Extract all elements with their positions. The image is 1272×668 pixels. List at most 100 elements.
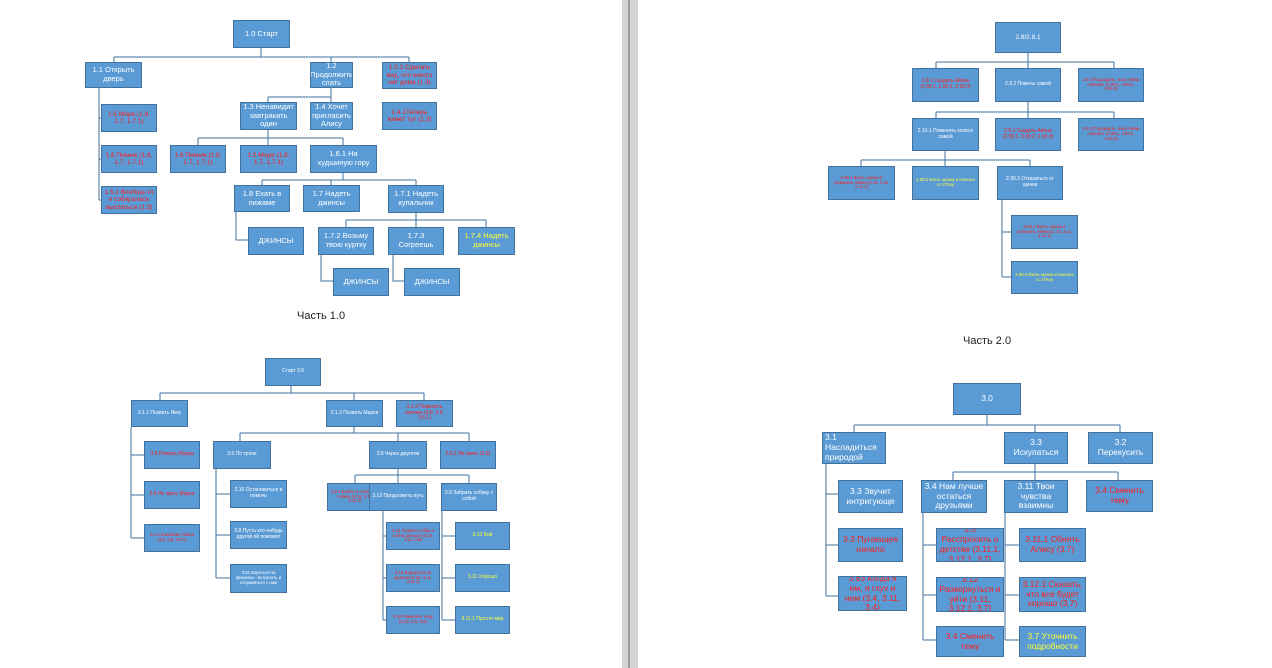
node-3-5b[interactable]: 3.5 По тропе xyxy=(213,441,271,469)
page-right: 2.8/2.8.1 2.9.1 Скадать Айяна (2.99.1, 2… xyxy=(638,0,1272,668)
node-3-3-intriguing[interactable]: 3.3 Звучит интригующе xyxy=(838,480,903,513)
node-label: 3.4 Сменить тему xyxy=(945,630,995,651)
node-2-8[interactable]: 2.8/2.8.1 xyxy=(995,22,1061,53)
node-1-6-a[interactable]: 1.6 Пикник (1.8, 1.7, 1.7.1) xyxy=(101,145,157,173)
node-3-1-1[interactable]: 3.1.1 Позвать Якку xyxy=(131,400,188,427)
node-3-8[interactable]: 3.8 Пусть кто-нибудь другой ей поможет xyxy=(230,521,287,549)
node-label: ДЖИНСЫ xyxy=(414,276,450,286)
node-2-9-3-b[interactable]: 2.9.3 Подождать, пока Айякк поможет (2.9… xyxy=(1078,118,1144,151)
node-label: 1.2 Продолжить спать xyxy=(310,62,353,88)
node-1-5-b[interactable]: 1.5 Море (1.8, 1.7, 1.7.1) xyxy=(240,145,297,173)
node-1-7-1[interactable]: 1.7.1 Надеть купальник xyxy=(388,185,444,213)
node-1-4[interactable]: 1.4 Хочет пригласить Алису xyxy=(310,102,353,130)
node-1-7-2[interactable]: 1.7.2 Возьму твою куртку xyxy=(318,227,374,255)
node-2-10-1[interactable]: 2.10.1 Поменять колесо самой xyxy=(912,118,979,151)
node-label: 3.14 Позвать собак и пойти дальше (3.10,… xyxy=(392,527,434,543)
node-label: 1.7.3 Согреешь xyxy=(398,231,434,249)
node-label: 1.5 Море (1.8, 1.7, 1.7.1) xyxy=(108,110,150,125)
node-3-5-childhood[interactable]: 3.5 Расспросить о детстве (3.11.1, 3.12.… xyxy=(936,528,1004,562)
node-3-1-3[interactable]: 3.1.3 Позвать Марка xyxy=(326,400,383,427)
node-3-7-clarify[interactable]: 3.7 Уточнить подробности xyxy=(1019,626,1086,657)
node-3-11-1-hug[interactable]: 3.11.1 Обнять Алису (3.7) xyxy=(1019,528,1086,562)
node-1-0-start[interactable]: 1.0 Старт xyxy=(233,20,290,48)
node-label: 3.83 Когда я ем, я глух и нем (3.4, 3.11… xyxy=(844,576,901,611)
connectors-left xyxy=(98,48,487,621)
node-label: 1.1 Открыть дверь xyxy=(92,65,135,83)
node-label: 1.5.1 Вообще-то я собиралась выспаться (… xyxy=(104,188,154,211)
node-label: 3.6.1 Не звать (3.9) xyxy=(445,451,491,458)
node-3-81[interactable]: 3.81 Бороться за финансы - встретить и о… xyxy=(230,564,287,593)
node-label: 1.8 Ехать в пижаме xyxy=(242,188,282,207)
node-label: 1.6 Пикник (1.8, 1.7, 1.7.1) xyxy=(174,151,222,166)
node-3-10b[interactable]: 3.10 Бой xyxy=(455,522,510,550)
node-label: 3.1.4 Компания Айяна (3.6, 3.6, 3.6.1) xyxy=(150,532,194,542)
node-2-9-2[interactable]: 2.9.2 Помочь самой xyxy=(995,68,1061,102)
node-3-16[interactable]: 3.16 Поменять тему (3.10, 3.8, 3.9) xyxy=(386,606,440,634)
node-1-6-1[interactable]: 1.6.1 На худшиную гору xyxy=(310,145,377,173)
node-1-3[interactable]: 1.3 Ненавидит завтракать один xyxy=(240,102,297,130)
node-3-0-start[interactable]: Старт 3.0 xyxy=(265,358,321,386)
node-jeans-2[interactable]: ДЖИНСЫ xyxy=(333,268,389,296)
node-3-1-2[interactable]: 3.1.2 Поменять мужчин (3.6, 3.6, 3.6.1) xyxy=(396,400,453,427)
node-1-5-1[interactable]: 1.5.1 Вообще-то я собиралась выспаться (… xyxy=(101,186,157,214)
node-1-2[interactable]: 1.2 Продолжить спать xyxy=(310,62,353,88)
node-3-12-leave[interactable]: 3.12 Развернуться и уйти (3.11, 3.12.1, … xyxy=(936,577,1004,612)
node-2-99-1-b[interactable]: 2.99.1 Взять щенка и уговорить Айяна (2.… xyxy=(1011,215,1078,249)
node-2-9-3-a[interactable]: 2.9.3 Подождать, пока Айякк поможет (2.9… xyxy=(1078,68,1144,102)
node-label: 3.10 Бой xyxy=(472,532,493,539)
node-3-11-1[interactable]: 3.11.1 Просто мир xyxy=(455,606,510,634)
node-3-11-mutual[interactable]: 3.11 Твои чувства взаимны xyxy=(1004,480,1068,513)
node-1-6-b[interactable]: 1.6 Пикник (1.8, 1.7, 1.7.1) xyxy=(170,145,226,173)
node-3-14[interactable]: 3.14 Позвать собак и пойти дальше (3.10,… xyxy=(386,522,440,550)
node-3-1[interactable]: 3.1 Насладиться природой xyxy=(822,432,886,464)
node-3-5[interactable]: 3.5 Позвать Марка xyxy=(144,441,200,469)
node-3-6-1[interactable]: 3.6.1 Не звать (3.9) xyxy=(440,441,496,469)
node-3-3-swim[interactable]: 3.3 Искупаться xyxy=(1004,432,1068,464)
node-3-3-scary[interactable]: 3.3 Пугающее начало xyxy=(838,528,903,562)
node-2-99-2-b[interactable]: 2.99.2 Взять щенка и поехать со О'Коу xyxy=(1011,261,1078,294)
node-1-1[interactable]: 1.1 Открыть дверь xyxy=(85,62,142,88)
node-label: 3.12.1 Сказать, что все будет хорошо (3.… xyxy=(1022,578,1083,609)
node-jeans-1[interactable]: ДЖИНСЫ xyxy=(248,227,304,255)
node-3-9[interactable]: 3.9 Забрать собаку с собой xyxy=(441,483,497,511)
node-label: 2.99.2 Взять щенка и поехать со О'Коу xyxy=(916,177,975,187)
node-2-99-3[interactable]: 2.99.3 Отказаться от щенка xyxy=(997,166,1063,200)
node-3-15[interactable]: 3.15 Вернуться за щенком (3.10, 3.11, 3.… xyxy=(386,564,440,592)
node-3-4-change-topic-a[interactable]: 3.4 Сменить тему xyxy=(1086,480,1153,512)
node-3-11[interactable]: 3.11 Хорошо xyxy=(455,564,510,592)
node-label: 3.3 Искупаться xyxy=(1013,437,1059,457)
node-1-7-3[interactable]: 1.7.3 Согреешь xyxy=(388,227,444,255)
node-label: ДЖИНСЫ xyxy=(343,276,379,286)
node-1-7-4[interactable]: 1.7.4 Надеть джинсы xyxy=(458,227,515,255)
node-1-5-a[interactable]: 1.5 Море (1.8, 1.7, 1.7.1) xyxy=(101,104,157,132)
node-3-6[interactable]: 3.6 Не звать Марка xyxy=(144,481,200,509)
node-1-2-1[interactable]: 1.2.1 Сделать вид, что никого нет дома (… xyxy=(382,62,437,89)
node-label: 2.9.1 Скадать Айяна (2.99.1, 2.99.2, 2.9… xyxy=(920,78,971,90)
node-3-0-root[interactable]: 3.0 xyxy=(953,383,1021,415)
node-3-1-4[interactable]: 3.1.4 Компания Айяна (3.6, 3.6, 3.6.1) xyxy=(144,524,200,552)
node-3-10[interactable]: 3.10 Остановиться и помочь xyxy=(230,480,287,508)
node-1-7[interactable]: 1.7 Надеть джинсы xyxy=(303,185,360,212)
node-1-4-1[interactable]: 1.4.1Теперь живет тут (1.3) xyxy=(382,102,437,130)
node-2-9-1-b[interactable]: 2.9.1 Скадать Айяна (2.99.1, 2.99.2, 2.9… xyxy=(995,118,1061,151)
node-label: 3.10 Остановиться и помочь xyxy=(234,487,283,499)
node-3-6b[interactable]: 3.6 Через джунгли xyxy=(369,441,427,469)
node-label: 3.5 По тропе xyxy=(227,451,257,458)
node-3-2[interactable]: 3.2 Перекусить xyxy=(1088,432,1153,464)
node-jeans-3[interactable]: ДЖИНСЫ xyxy=(404,268,460,296)
node-label: 2.9.3 Подождать, пока Айякк поможет (2.9… xyxy=(1082,126,1140,141)
node-3-4-change-topic-b[interactable]: 3.4 Сменить тему xyxy=(936,626,1004,657)
node-3-13[interactable]: 3.13 Продолжить путь xyxy=(369,483,427,511)
node-2-99-2-a[interactable]: 2.99.2 Взять щенка и поехать со О'Коу xyxy=(912,166,979,200)
node-1-8[interactable]: 1.8 Ехать в пижаме xyxy=(234,185,290,212)
node-2-99-1-a[interactable]: 2.99.1 Взять щенка и уговорить Айяна (2.… xyxy=(828,166,895,200)
node-label: 2.9.2 Помочь самой xyxy=(1005,81,1051,88)
node-3-83[interactable]: 3.83 Когда я ем, я глух и нем (3.4, 3.11… xyxy=(838,576,907,611)
node-3-4-friends[interactable]: 3.4 Нам лучше остаться друзьями xyxy=(921,480,987,513)
node-2-9-1-a[interactable]: 2.9.1 Скадать Айяна (2.99.1, 2.99.2, 2.9… xyxy=(912,68,979,102)
node-label: 1.4.1Теперь живет тут (1.3) xyxy=(387,108,432,123)
node-label: 1.2.1 Сделать вид, что никого нет дома (… xyxy=(386,64,433,87)
node-label: 3.11.1 Просто мир xyxy=(461,616,504,623)
node-3-12-1-reassure[interactable]: 3.12.1 Сказать, что все будет хорошо (3.… xyxy=(1019,577,1086,612)
node-label: 3.7 Уточнить подробности xyxy=(1027,630,1078,651)
